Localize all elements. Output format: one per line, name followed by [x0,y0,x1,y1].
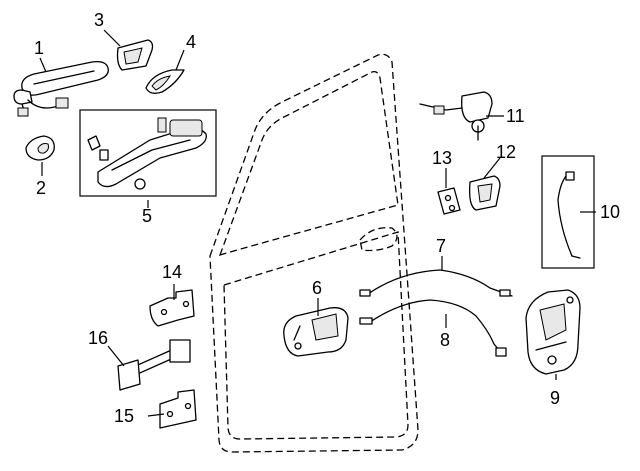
callout-6: 6 [312,278,322,298]
callout-2: 2 [36,178,46,198]
inside-handle-cable [359,299,507,357]
inside-door-handle [283,307,349,357]
callout-5: 5 [142,206,152,226]
handle-cap [25,135,55,161]
door-striker [468,175,501,211]
callout-8: 8 [440,330,450,350]
handle-trim [145,69,185,94]
door-outline [209,53,419,453]
callout-13: 13 [432,148,452,168]
striker-plate [437,187,461,215]
callout-16: 16 [88,328,108,348]
handle-frame-assembly [79,109,217,197]
part-5-box [79,109,217,197]
callout-3: 3 [94,10,104,30]
outside-door-handle [13,60,109,117]
outside-handle-cable [359,269,513,297]
callout-15: 15 [114,406,134,426]
upper-door-hinge [149,289,195,327]
callout-9: 9 [550,388,560,408]
lower-door-hinge [159,389,197,429]
key-cylinder-cover [116,39,154,71]
leader-lines [39,29,596,417]
callout-11: 11 [506,106,525,126]
callout-10: 10 [600,202,620,222]
key-cylinder [419,91,493,141]
callout-14: 14 [162,262,182,282]
callout-7: 7 [436,236,446,256]
callout-4: 4 [186,32,196,52]
callout-labels: 1 2 3 4 5 6 7 8 9 10 11 12 13 14 15 16 [34,10,620,426]
callout-1: 1 [34,38,44,58]
callout-12: 12 [496,142,516,162]
door-lock-actuator [525,289,581,375]
door-check [117,339,191,391]
